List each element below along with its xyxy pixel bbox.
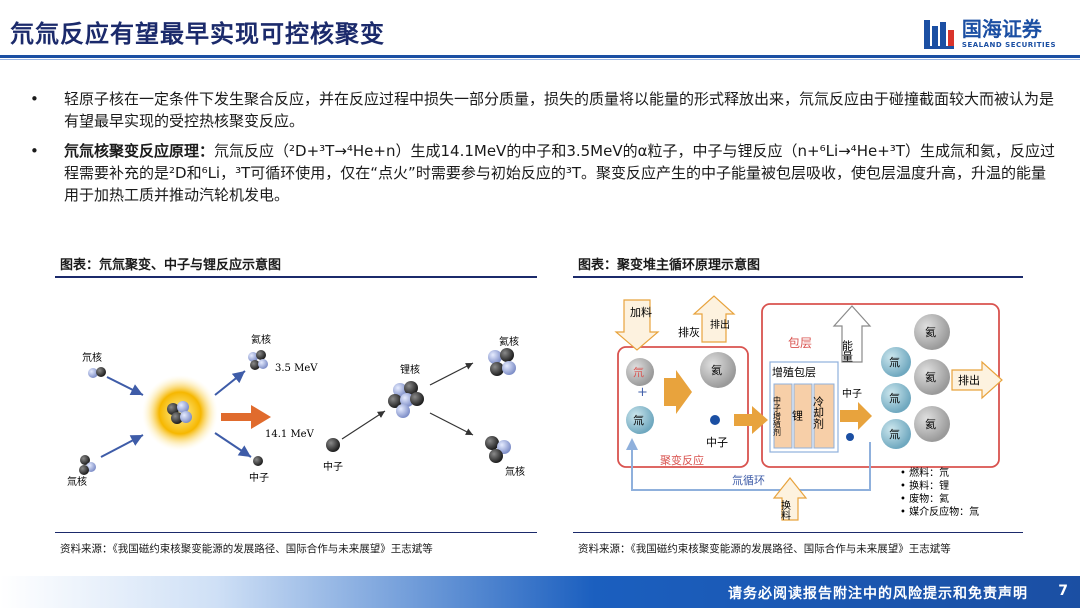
label-he3: 氦 [925, 417, 936, 431]
bullet-marker: • [30, 90, 39, 108]
neutron-incoming-icon [326, 438, 340, 452]
label-blanket: 包层 [788, 336, 812, 350]
exchange-arrow-icon [772, 477, 808, 521]
tritium-nucleus-icon [79, 455, 96, 475]
label-lithium: 锂核 [400, 363, 420, 376]
left-figure-source: 资料来源：《我国磁约束核聚变能源的发展路径、国际合作与未来展望》王志斌等 [60, 543, 433, 555]
label-he1: 氦 [925, 325, 936, 339]
fusing-nuclei-icon [167, 401, 192, 424]
right-figure-source: 资料来源：《我国磁约束核聚变能源的发展路径、国际合作与未来展望》王志斌等 [578, 543, 951, 555]
logo-text-cn: 国海证券 [961, 17, 1042, 41]
label-energy-neutron: 14.1 MeV [265, 429, 315, 440]
energy-arrow-icon [832, 305, 872, 363]
bullet-item: • 氘氚核聚变反应原理：氘氚反应（²D+³T→⁴He+n）生成14.1MeV的中… [30, 140, 1060, 206]
label-energy-alpha: 3.5 MeV [275, 363, 318, 374]
label-exchange: 换料 [779, 499, 791, 521]
label-neutron-2: 中子 [323, 460, 343, 473]
label-he2: 氦 [925, 370, 936, 384]
bullet-marker: • [30, 142, 39, 160]
bullet-bold-lead: 氘氚核聚变反应原理： [64, 142, 215, 160]
label-breeding-blanket: 增殖包层 [772, 365, 816, 379]
legend-waste: • 废物：氦 [900, 492, 949, 505]
label-neutron: 中子 [706, 436, 728, 449]
logo-mark-icon [923, 20, 954, 49]
right-figure-rule [573, 276, 1023, 278]
page-number: 7 [1058, 583, 1068, 599]
legend-exchange: • 换料：锂 [900, 479, 949, 492]
label-t3: 氚 [889, 427, 900, 441]
deuterium-ball-icon [626, 358, 654, 386]
legend-fuel: • 燃料：氘 [900, 466, 949, 479]
label-exhaust-out: 排出 [710, 318, 730, 331]
tritium-ball-icon [626, 406, 654, 434]
label-energy: 能量 [841, 339, 854, 362]
right-figure-title: 图表：聚变堆主循环原理示意图 [578, 258, 761, 273]
label-multiplier: 中子增殖剂 [773, 395, 782, 437]
brand-logo: 国海证券 SEALAND SECURITIES [922, 18, 1056, 50]
label-fusion: 聚变反应 [660, 453, 704, 467]
label-helium-right: 氦核 [499, 335, 519, 348]
fusion-reaction-diagram: 氘核 氚核 氦核 3.5 MeV 14.1 MeV 中子 锂核 中子 [67, 333, 525, 488]
bullet-text: 氘氚反应（²D+³T→⁴He+n）生成14.1MeV的中子和3.5MeV的α粒子… [64, 142, 1055, 204]
label-d: 氘 [633, 365, 644, 379]
label-exhaust-ash: 排灰 [678, 325, 700, 339]
label-neutron: 中子 [249, 471, 269, 484]
footer-bar [0, 576, 1080, 608]
left-figure-rule [55, 276, 537, 278]
label-deuterium: 氘核 [82, 351, 102, 364]
bullet-item: • 轻原子核在一定条件下发生聚合反应，并在反应过程中损失一部分质量，损失的质量将… [30, 88, 1060, 132]
title-divider-thin [0, 59, 1080, 60]
label-t2: 氚 [889, 391, 900, 405]
left-figure-title: 图表：氘氚聚变、中子与锂反应示意图 [60, 258, 282, 273]
neutron-dot-icon [710, 415, 720, 425]
label-tritium: 氚核 [67, 475, 87, 488]
exhaust-arrow-icon [692, 295, 736, 343]
label-coolant: 冷却剂 [812, 396, 825, 430]
tritium-product-icon [485, 436, 511, 463]
label-t: 氚 [633, 413, 644, 427]
bullet-text: 轻原子核在一定条件下发生聚合反应，并在反应过程中损失一部分质量，损失的质量将以能… [64, 90, 1055, 130]
helium-nucleus-icon [248, 350, 268, 370]
legend-medium: • 媒介反应物：氚 [900, 505, 979, 518]
orange-arrow-icon [221, 405, 271, 429]
label-exhaust-right: 排出 [958, 373, 980, 387]
label-t1: 氚 [889, 355, 900, 369]
exhaust-right-arrow-icon [951, 360, 1003, 400]
right-figure-bottom-rule [573, 532, 1023, 533]
inner-arrow-icon [664, 370, 692, 414]
body-bullets: • 轻原子核在一定条件下发生聚合反应，并在反应过程中损失一部分质量，损失的质量将… [30, 88, 1060, 214]
page-title: 氘氚反应有望最早实现可控核聚变 [10, 20, 385, 48]
fusion-reactor-cycle-diagram: 聚变反应 包层 加料 排灰 排出 氘 + 氚 氦 中子 增殖包层 中子增殖剂 锂… [614, 295, 1003, 521]
title-divider [0, 55, 1080, 58]
label-tritium-right: 氚核 [505, 465, 525, 478]
label-tritium-cycle: 氚循环 [732, 473, 765, 487]
lithium-nucleus-icon [388, 381, 424, 418]
helium-product-icon [488, 348, 516, 376]
deuterium-nucleus-icon [88, 367, 106, 378]
label-lithium: 锂 [791, 409, 804, 421]
feed-arrow-icon [614, 299, 660, 351]
helium-ball-icon [700, 352, 736, 388]
left-figure-bottom-rule [55, 532, 537, 533]
label-neutron-out: 中子 [842, 387, 862, 400]
label-he: 氦 [711, 363, 722, 377]
label-plus: + [637, 385, 648, 400]
label-helium-top: 氦核 [251, 333, 271, 346]
footer-disclaimer[interactable]: 请务必阅读报告附注中的风险提示和免责声明 [728, 586, 1028, 602]
logo-text-en: SEALAND SECURITIES [961, 41, 1056, 49]
label-feed: 加料 [630, 305, 652, 319]
neutron-icon [253, 456, 263, 466]
